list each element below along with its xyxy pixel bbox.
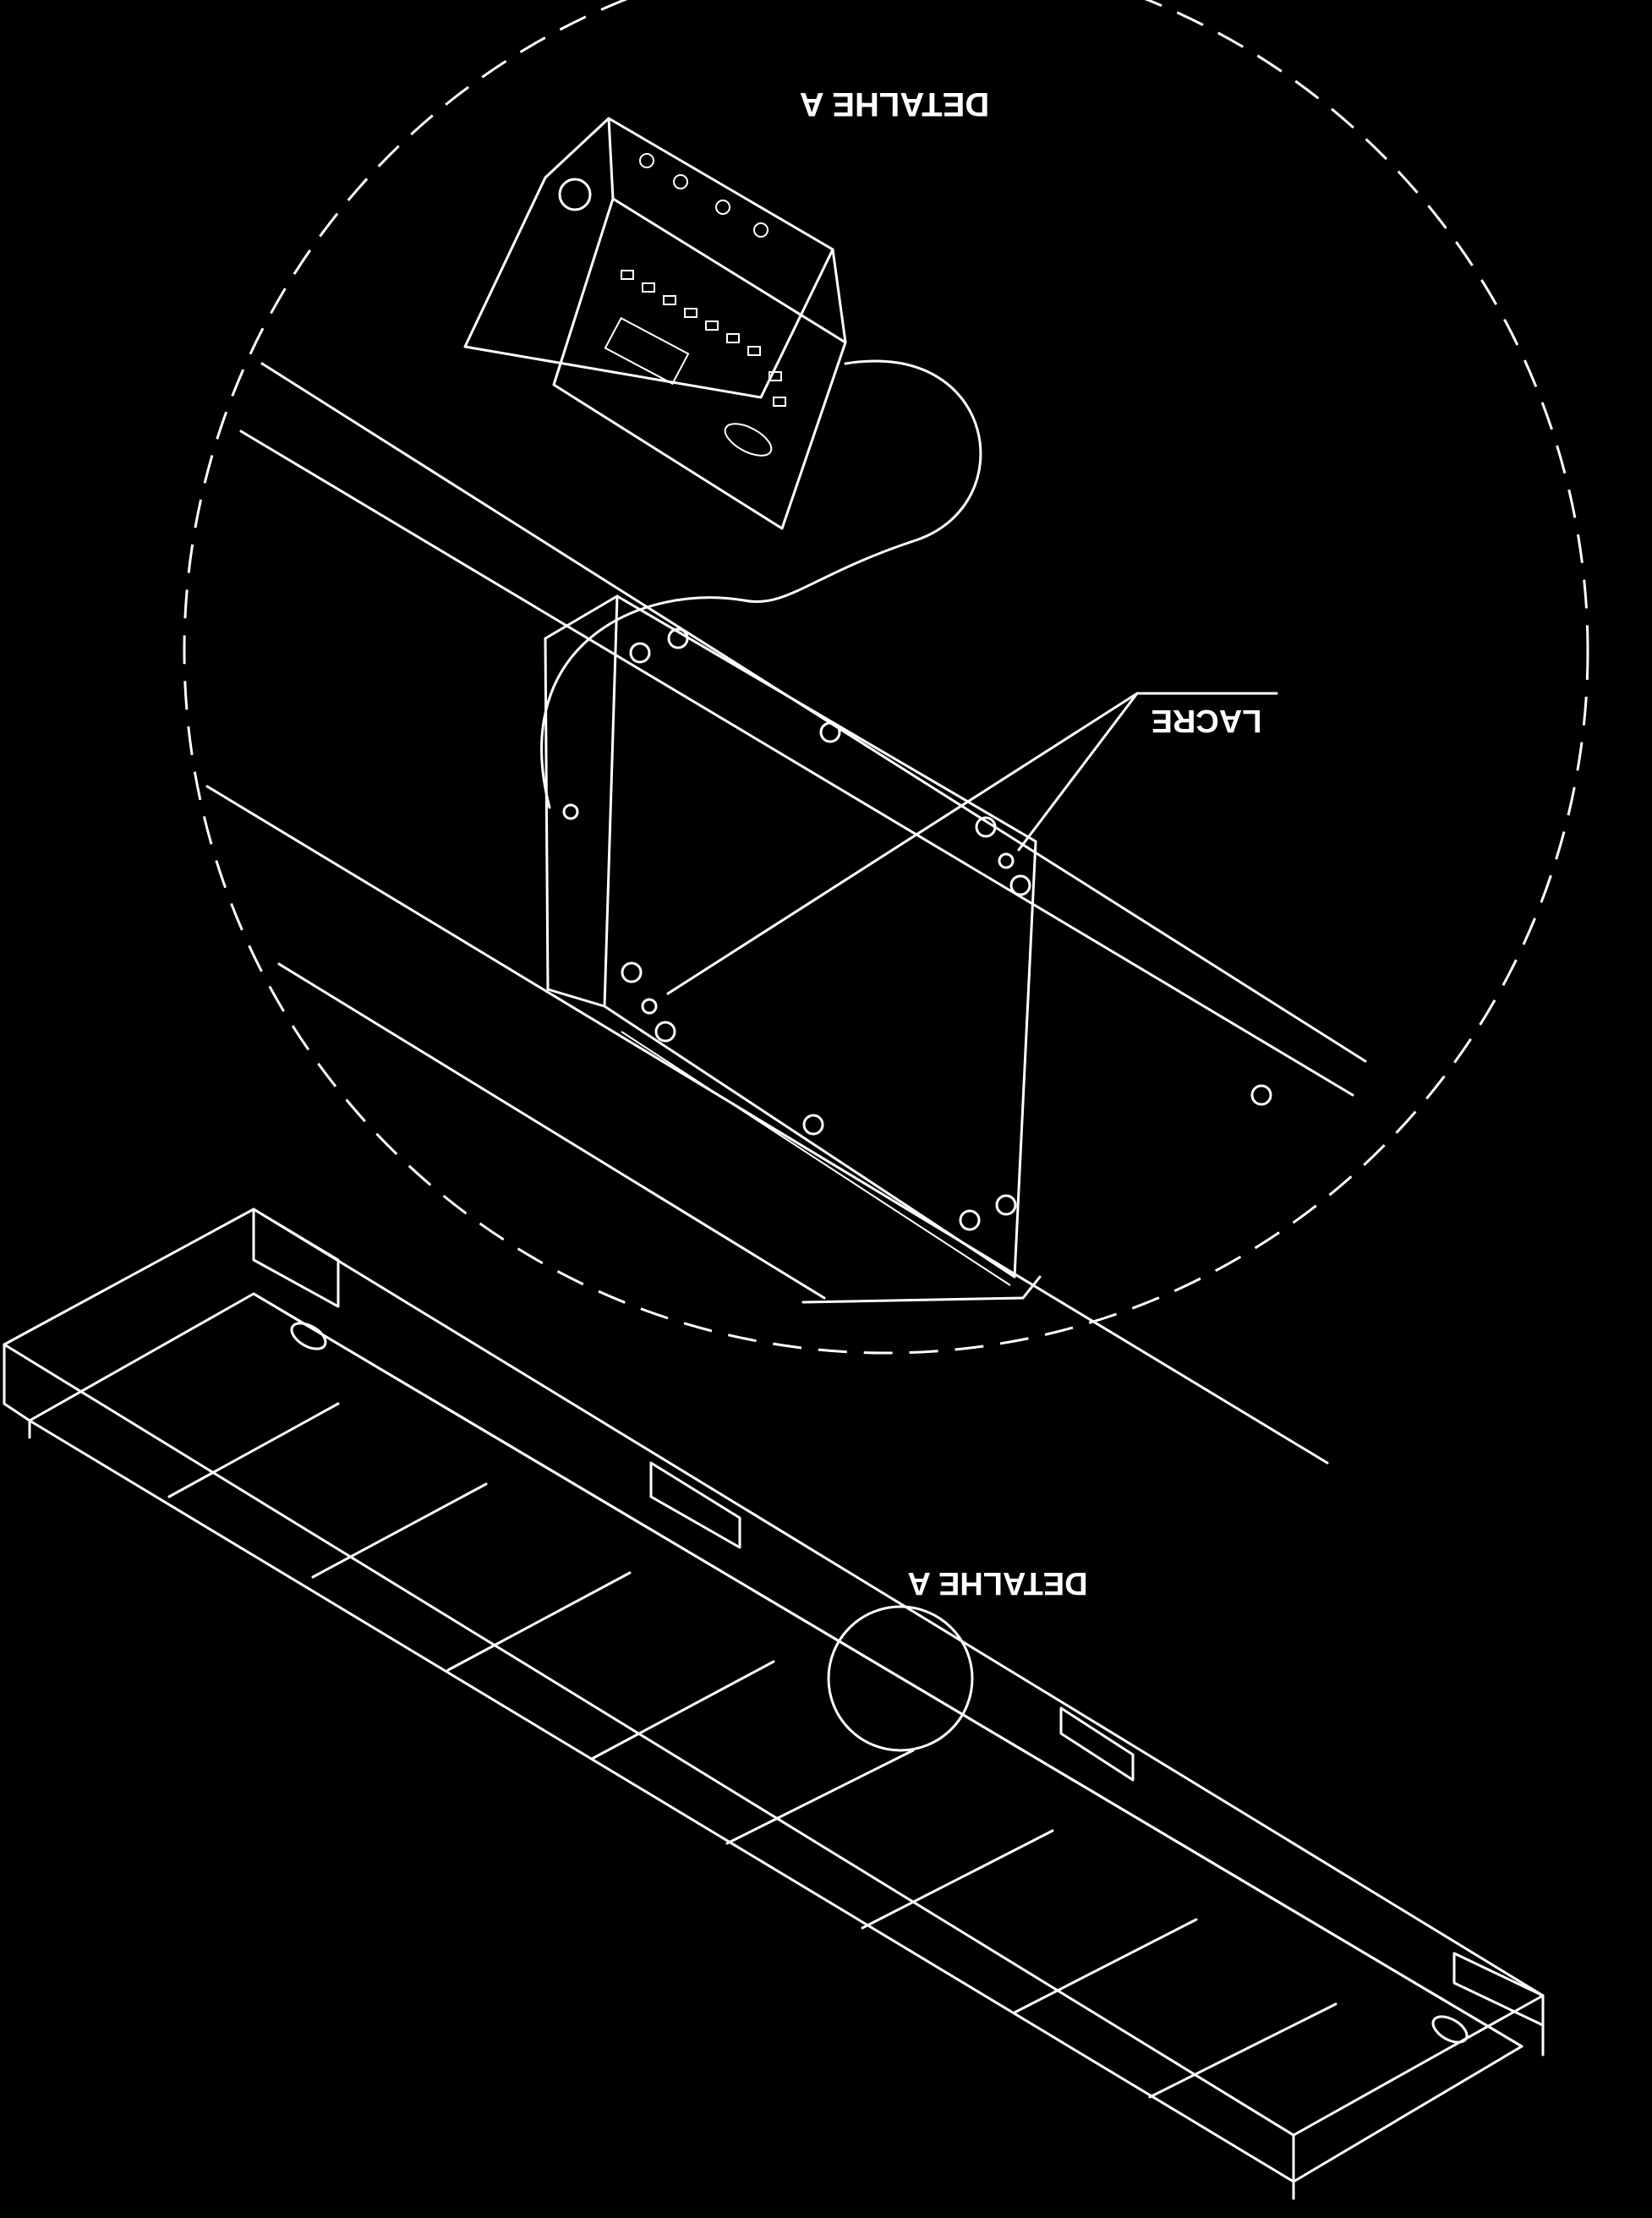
- detail-circle-boundary: [183, 0, 1589, 1355]
- frame-rails: [205, 362, 1367, 1465]
- cable: [540, 359, 982, 809]
- seals: [641, 852, 1015, 1015]
- scale-platform-view: [3, 1208, 1545, 2200]
- bolt: [621, 961, 643, 983]
- bolt: [995, 1194, 1017, 1216]
- cable-end: [562, 803, 579, 820]
- bolt: [667, 627, 689, 649]
- bolt: [959, 1209, 981, 1231]
- bolt: [629, 642, 651, 664]
- junction-boxes: [252, 1208, 1545, 2044]
- seal-label: LACRE: [1151, 703, 1262, 738]
- seal-leader-lines: [666, 692, 1278, 995]
- bolt: [1009, 874, 1031, 896]
- deck-panels: [167, 1402, 1337, 2099]
- seal: [641, 998, 658, 1015]
- keypad: [621, 270, 786, 407]
- detail-callout-label: DETALHE A: [907, 1565, 1087, 1601]
- brand-logo: [724, 423, 773, 457]
- bolt: [1250, 1084, 1272, 1106]
- bolt: [819, 721, 841, 743]
- detail-title: DETALHE A: [800, 85, 989, 123]
- detail-a-view: [183, 0, 1589, 1465]
- cable-gland: [558, 178, 592, 211]
- platform-base: [28, 1292, 1523, 2183]
- labels: DETALHE A LACRE DETALHE A: [800, 85, 1262, 1601]
- platform-frame: [3, 1208, 1545, 2137]
- deck-edge: [252, 1292, 1523, 2048]
- indicator-box: [463, 117, 847, 530]
- junction-box-logo: [290, 1322, 327, 1350]
- bolt: [654, 1021, 676, 1043]
- display-window: [604, 316, 690, 386]
- detail-a-callout-circle: [827, 1605, 974, 1752]
- bolt: [975, 816, 997, 838]
- cover-plate: [544, 594, 1037, 1286]
- seal: [998, 852, 1015, 869]
- bolts: [621, 627, 1272, 1231]
- bolt: [802, 1114, 824, 1136]
